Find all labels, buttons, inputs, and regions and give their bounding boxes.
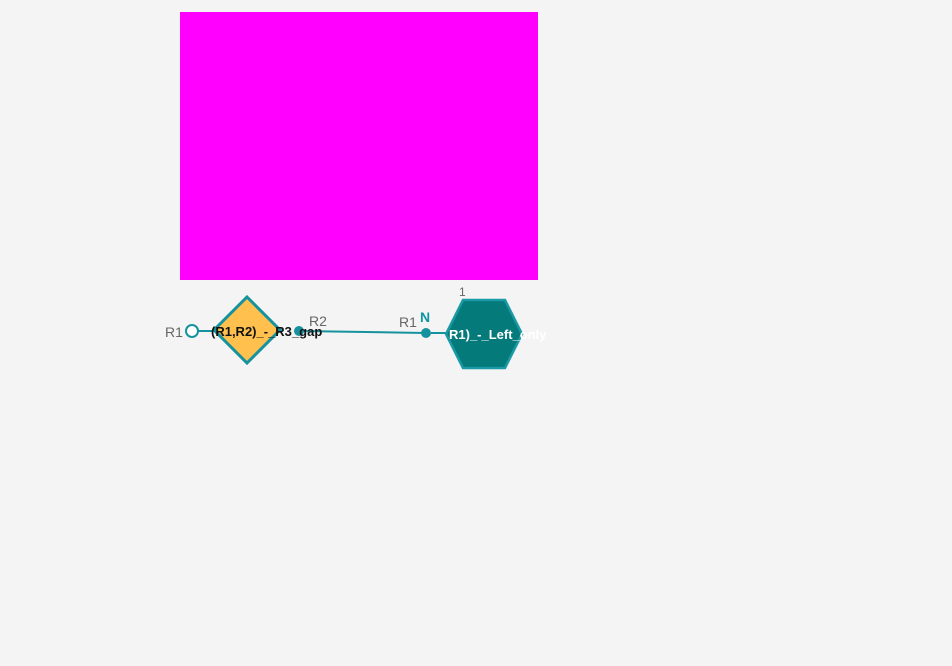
diamond-r1-label: R1 (165, 324, 183, 340)
hexagon-index-label: 1 (459, 285, 466, 299)
diamond-r2-label: R2 (309, 313, 327, 329)
r1-open-port-icon[interactable] (185, 324, 199, 338)
hexagon-r1-port-icon[interactable] (421, 328, 431, 338)
diamond-monomer-label: (R1,R2)_-_R3_gap (211, 324, 322, 339)
hexagon-r1-label: R1 (399, 314, 417, 330)
hexagon-monomer[interactable] (444, 298, 524, 370)
bond-line (299, 330, 427, 334)
n-terminal-label: N (420, 309, 430, 325)
r2-port-icon[interactable] (294, 326, 304, 336)
hexagon-monomer-label: R1)_-_Left_only (449, 327, 547, 342)
placeholder-block (180, 12, 538, 280)
diamond-monomer[interactable] (211, 294, 283, 366)
